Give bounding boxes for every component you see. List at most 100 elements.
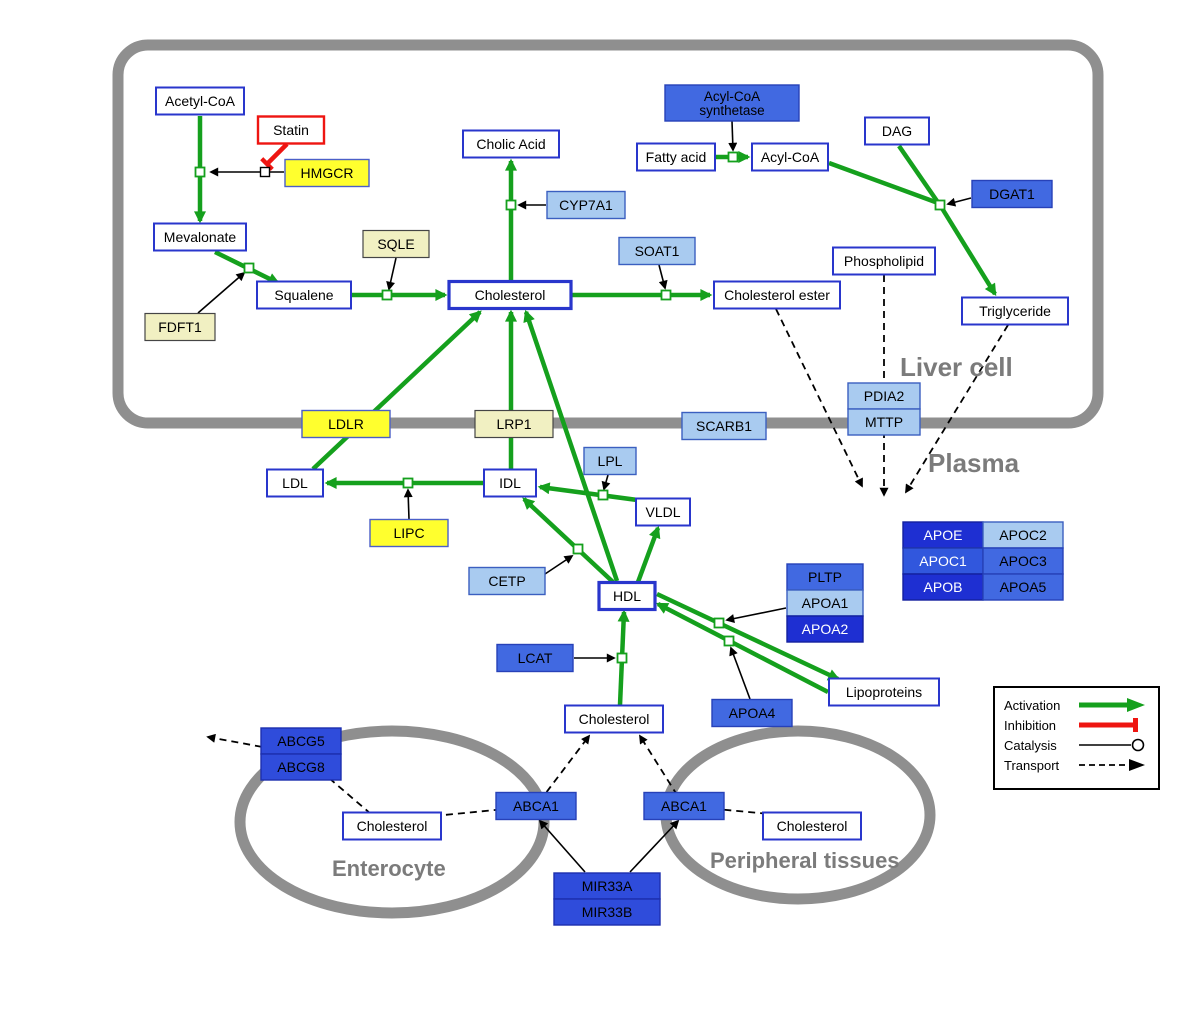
node-mttp[interactable]: MTTP [847,408,921,436]
node-cholesterol-enterocyte[interactable]: Cholesterol [342,811,442,841]
node-triglyceride[interactable]: Triglyceride [961,296,1069,326]
node-dag[interactable]: DAG [864,116,930,146]
reaction-node-square [381,289,393,301]
node-box-hmgcr[interactable] [284,158,370,188]
node-acetyl-coa[interactable]: Acetyl-CoA [155,86,245,116]
node-box-abcg8[interactable] [260,753,342,781]
node-box-lcat[interactable] [496,643,574,673]
node-box-scarb1[interactable] [681,411,767,441]
node-soat1[interactable]: SOAT1 [618,236,696,266]
node-apoc2[interactable]: APOC2 [982,521,1064,549]
node-statin[interactable]: Statin [256,115,326,145]
node-box-lipoproteins[interactable] [828,677,940,707]
node-box-statin[interactable] [256,115,326,145]
node-scarb1[interactable]: SCARB1 [681,411,767,441]
node-apoc1[interactable]: APOC1 [902,547,984,575]
node-box-cholesterol-peripheral[interactable] [762,811,862,841]
node-box-apoa2[interactable] [786,615,864,643]
node-box-cetp[interactable] [468,566,546,596]
node-acyl-coa[interactable]: Acyl-CoA [751,142,829,172]
node-cyp7a1[interactable]: CYP7A1 [546,190,626,220]
node-label-lipc: LIPC [393,525,424,541]
node-squalene[interactable]: Squalene [256,280,352,310]
node-box-cholesterol-plasma[interactable] [564,704,664,734]
node-cholesterol-peripheral[interactable]: Cholesterol [762,811,862,841]
node-apoa5[interactable]: APOA5 [982,573,1064,601]
node-fatty-acid[interactable]: Fatty acid [636,142,716,172]
node-abca1-enterocyte[interactable]: ABCA1 [495,791,577,821]
node-box-idl[interactable] [483,468,537,498]
node-dgat1[interactable]: DGAT1 [971,179,1053,209]
node-ldlr[interactable]: LDLR [301,409,391,439]
node-apoa1[interactable]: APOA1 [786,589,864,617]
node-mevalonate[interactable]: Mevalonate [153,222,247,252]
node-cholesterol-liver[interactable]: Cholesterol [447,279,573,311]
node-box-soat1[interactable] [618,236,696,266]
node-box-mttp[interactable] [847,408,921,436]
node-box-mir33b[interactable] [553,898,661,926]
node-box-acyl-coa-synthetase[interactable] [664,84,800,122]
node-box-apoa5[interactable] [982,573,1064,601]
node-fdft1[interactable]: FDFT1 [144,312,216,342]
node-box-acyl-coa[interactable] [751,142,829,172]
node-mir33b[interactable]: MIR33B [553,898,661,926]
node-box-sqle[interactable] [362,229,430,259]
node-box-vldl[interactable] [635,497,691,527]
node-box-acetyl-coa[interactable] [155,86,245,116]
node-apoc3[interactable]: APOC3 [982,547,1064,575]
node-idl[interactable]: IDL [483,468,537,498]
node-box-fatty-acid[interactable] [636,142,716,172]
node-hmgcr[interactable]: HMGCR [284,158,370,188]
node-sqle[interactable]: SQLE [362,229,430,259]
node-mir33a[interactable]: MIR33A [553,872,661,900]
node-lrp1[interactable]: LRP1 [474,409,554,439]
node-box-ldlr[interactable] [301,409,391,439]
node-box-cholesterol-ester[interactable] [713,280,841,310]
node-apob[interactable]: APOB [902,573,984,601]
node-box-lrp1[interactable] [474,409,554,439]
node-box-fdft1[interactable] [144,312,216,342]
node-box-ldl[interactable] [266,468,324,498]
node-apoe[interactable]: APOE [902,521,984,549]
node-box-apoa1[interactable] [786,589,864,617]
node-cholesterol-plasma[interactable]: Cholesterol [564,704,664,734]
node-box-mevalonate[interactable] [153,222,247,252]
node-box-cyp7a1[interactable] [546,190,626,220]
node-box-phospholipid[interactable] [832,246,936,276]
node-box-abca1-enterocyte[interactable] [495,791,577,821]
node-lpl[interactable]: LPL [583,446,637,476]
node-apoa2[interactable]: APOA2 [786,615,864,643]
node-box-cholesterol-liver[interactable] [447,279,573,311]
node-box-triglyceride[interactable] [961,296,1069,326]
node-phospholipid[interactable]: Phospholipid [832,246,936,276]
node-abcg8[interactable]: ABCG8 [260,753,342,781]
node-cholic-acid[interactable]: Cholic Acid [462,129,560,159]
node-abca1-peripheral[interactable]: ABCA1 [643,791,725,821]
legend-item-inhibition: Inhibition [1004,715,1149,735]
node-box-lpl[interactable] [583,446,637,476]
node-cetp[interactable]: CETP [468,566,546,596]
node-ldl[interactable]: LDL [266,468,324,498]
node-box-apoc2[interactable] [982,521,1064,549]
node-lcat[interactable]: LCAT [496,643,574,673]
node-lipc[interactable]: LIPC [369,518,449,548]
node-box-cholic-acid[interactable] [462,129,560,159]
node-pltp[interactable]: PLTP [786,563,864,591]
node-vldl[interactable]: VLDL [635,497,691,527]
node-box-dgat1[interactable] [971,179,1053,209]
node-box-squalene[interactable] [256,280,352,310]
node-box-apoa4[interactable] [711,698,793,728]
node-box-hdl[interactable] [597,580,657,612]
node-box-pdia2[interactable] [847,382,921,410]
node-box-lipc[interactable] [369,518,449,548]
node-apoa4[interactable]: APOA4 [711,698,793,728]
node-box-dag[interactable] [864,116,930,146]
node-lipoproteins[interactable]: Lipoproteins [828,677,940,707]
node-cholesterol-ester[interactable]: Cholesterol ester [713,280,841,310]
node-hdl[interactable]: HDL [597,580,657,612]
node-box-cholesterol-enterocyte[interactable] [342,811,442,841]
node-pdia2[interactable]: PDIA2 [847,382,921,410]
node-abcg5[interactable]: ABCG5 [260,727,342,755]
node-box-abca1-peripheral[interactable] [643,791,725,821]
